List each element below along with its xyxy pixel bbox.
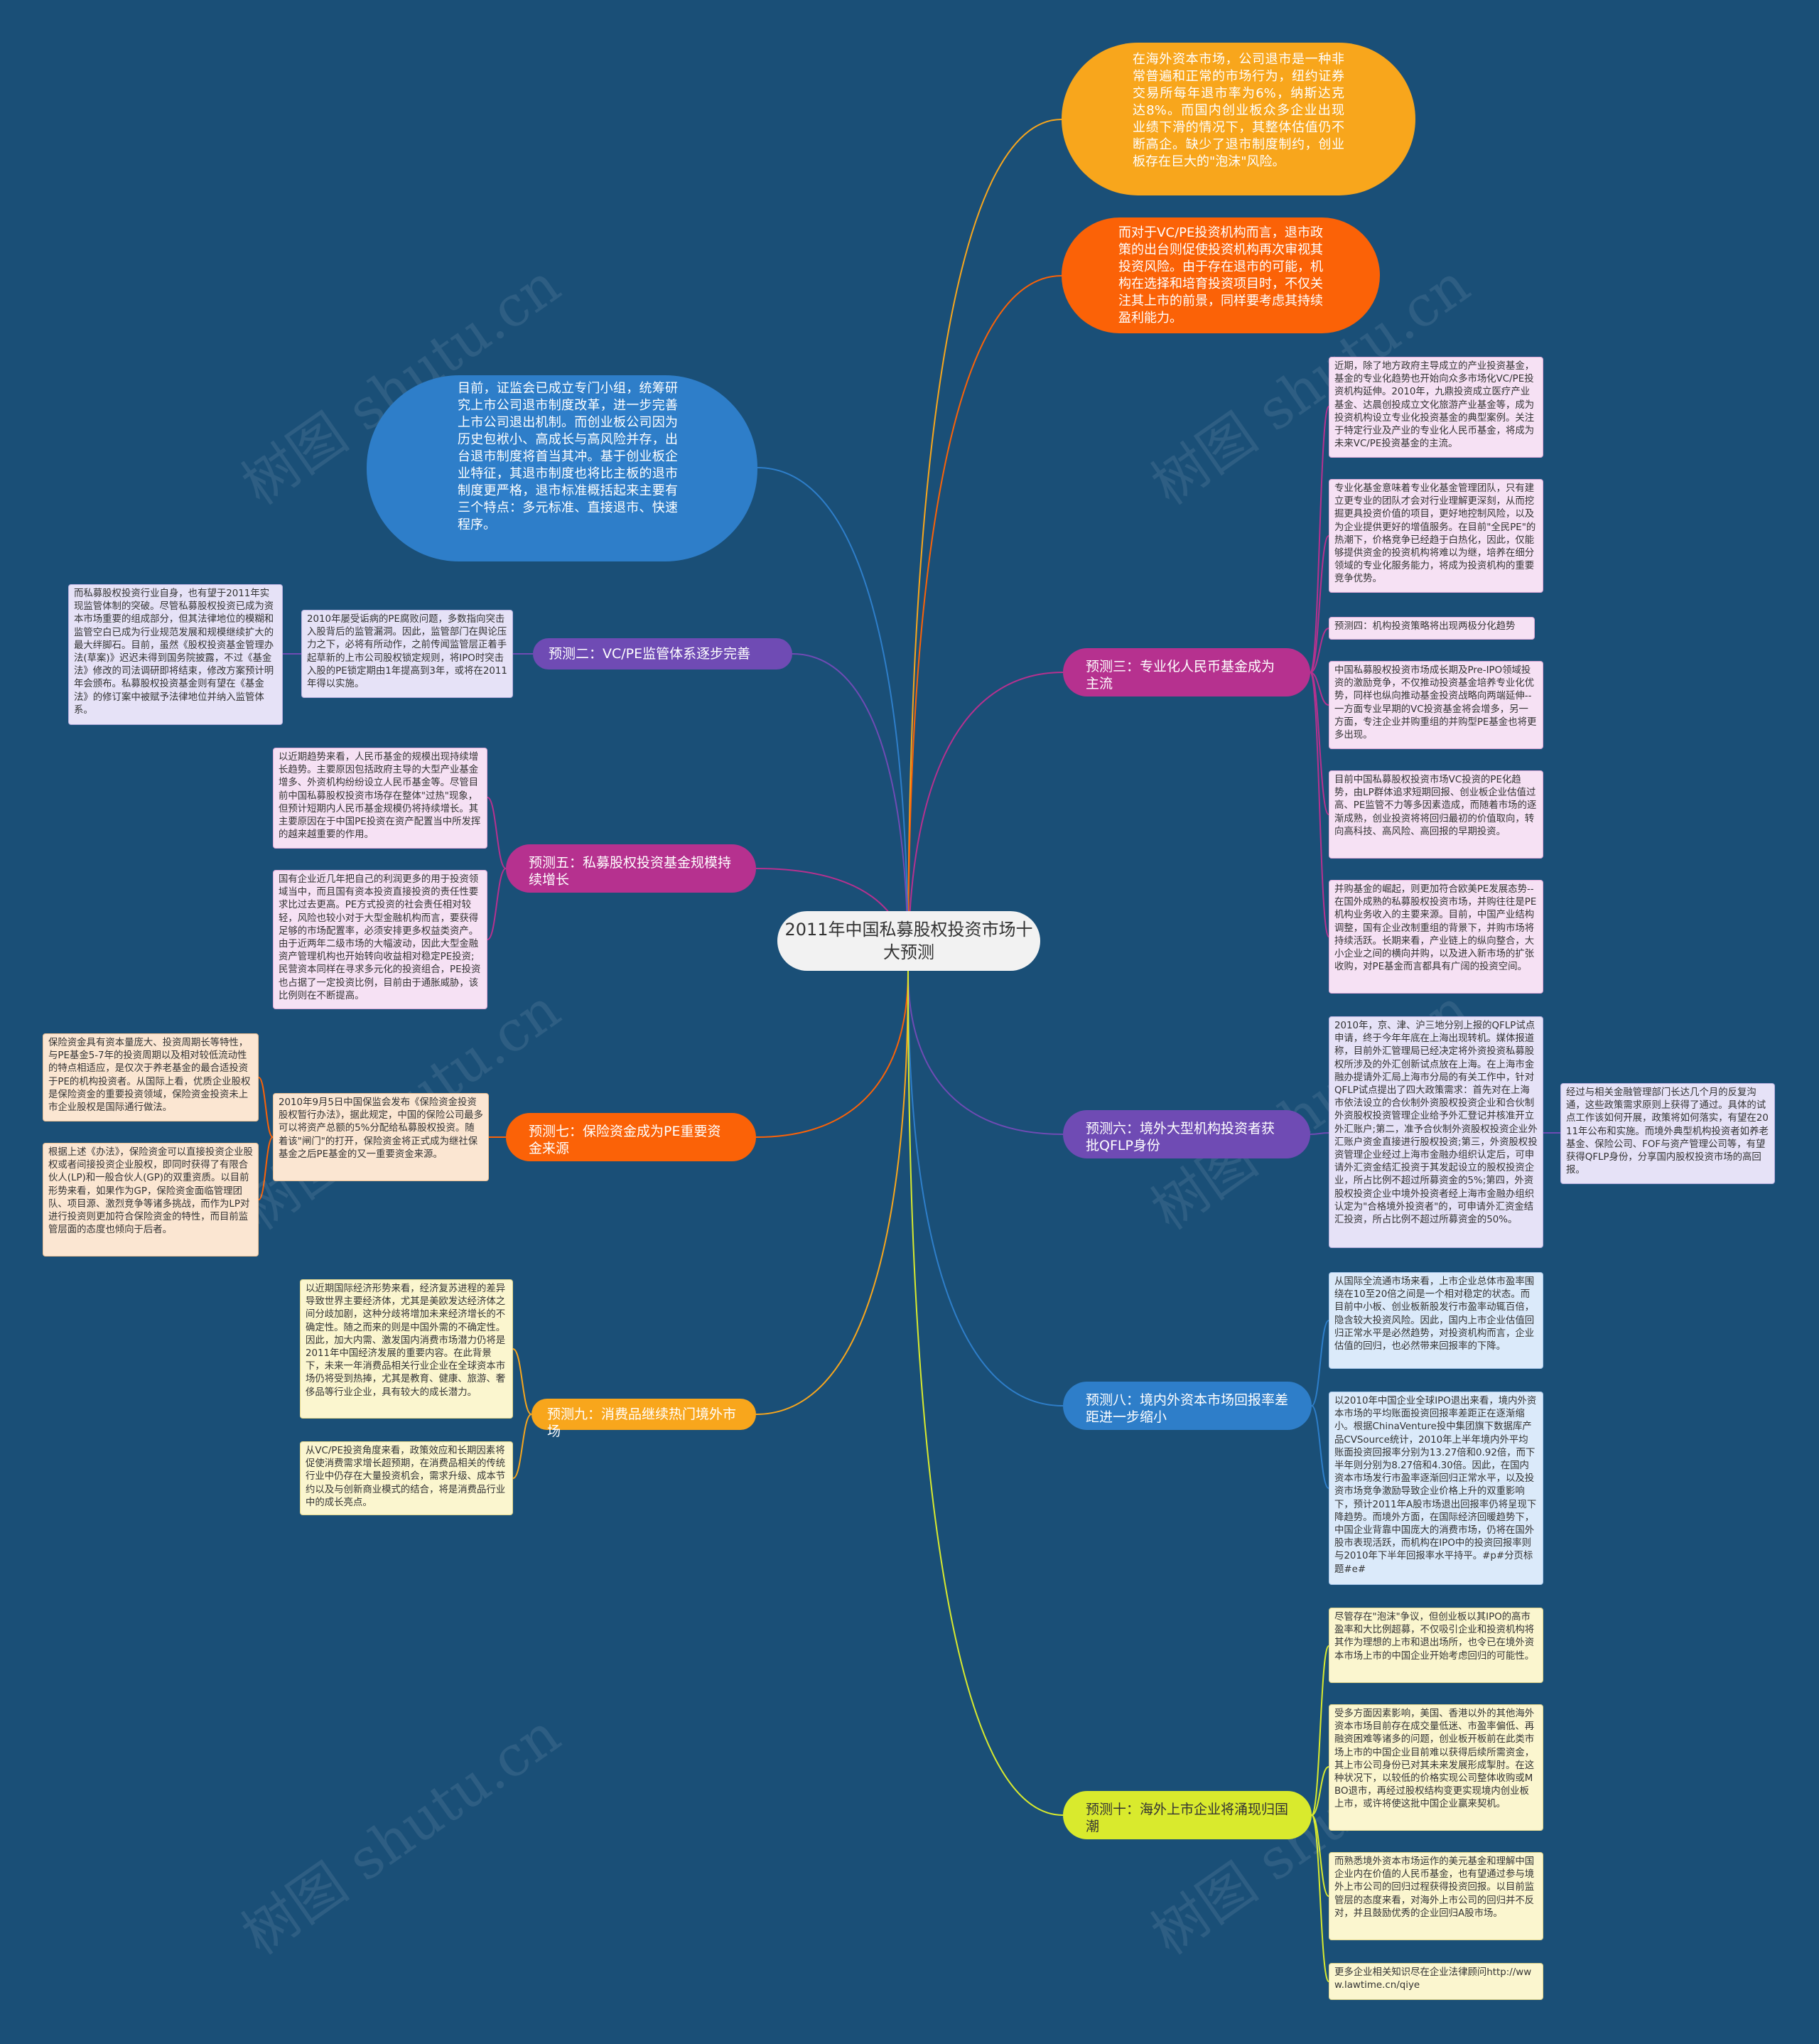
- card-f3-specialization[interactable]: 近期，除了地方政府主导成立的产业投资基金，基金的专业化趋势也开始向众多市场化VC…: [1329, 357, 1543, 458]
- card-f2-legal-status[interactable]: 而私募股权投资行业自身，也有望于2011年实现监管体制的突破。尽管私募股权投资已…: [68, 584, 283, 725]
- branch-forecast-8[interactable]: 预测八：境内外资本市场回报率差距进一步缩小: [1063, 1382, 1312, 1430]
- card-f10-more-info[interactable]: 更多企业相关知识尽在企业法律顾问http://www.lawtime.cn/qi…: [1329, 1963, 1543, 2000]
- bubble-delisting-reform[interactable]: 目前，证监会已成立专门小组，统筹研究上市公司退市制度改革，进一步完善上市公司退出…: [367, 375, 757, 561]
- card-f4-title[interactable]: 预测四：机构投资策略将出现两极分化趋势: [1329, 617, 1535, 640]
- card-f4-mergers[interactable]: 并购基金的崛起，则更加符合欧美PE发展态势--在国外成熟的私募股权投资市场，并购…: [1329, 880, 1543, 994]
- edge-root-f8: [907, 970, 1064, 1406]
- edge-root-f3: [907, 672, 1064, 972]
- card-f9-consumption[interactable]: 从VC/PE投资角度来看，政策效应和长期因素将促使消费需求增长超预期，在消费品相…: [300, 1441, 513, 1515]
- edge-f10-b: [1311, 1766, 1329, 1816]
- branch-forecast-9[interactable]: 预测九：消费品继续热门境外市场: [531, 1399, 756, 1439]
- edge-f3-b: [1310, 535, 1329, 673]
- card-f4-vc-return[interactable]: 目前中国私募股权投资市场VC投资的PE化趋势，由LP群体追求短期回报、创业板企业…: [1329, 770, 1543, 859]
- bubble-delisting-vcpe[interactable]: 而对于VC/PE投资机构而言，退市政策的出台则促使投资机构再次审视其投资风险。由…: [1062, 217, 1380, 333]
- edge-f3-e: [1310, 672, 1329, 815]
- edge-f8-a: [1311, 1320, 1329, 1406]
- card-f4-polarization[interactable]: 中国私募股权投资市场成长期及Pre-IPO领域投资的激励竞争，不仅推动投资基金培…: [1329, 661, 1543, 749]
- edge-f3-a: [1310, 406, 1329, 673]
- edge-root-bubble-3: [757, 467, 909, 972]
- edge-root-f10: [907, 970, 1064, 1816]
- card-f9-macro[interactable]: 以近期国际经济形势来看，经济复苏进程的差异导致世界主要经济体，尤其是美欧发达经济…: [300, 1279, 513, 1419]
- card-f10-overseas[interactable]: 受多方面因素影响，美国、香港以外的其他海外资本市场目前存在成交量低迷、市盈率偏低…: [1329, 1704, 1543, 1831]
- edge-f7-b: [258, 1077, 274, 1138]
- edge-f10-a: [1311, 1645, 1329, 1816]
- edge-root-f2: [792, 653, 909, 972]
- edge-f5-a: [487, 797, 507, 869]
- branch-forecast-5[interactable]: 预测五：私募股权投资基金规模持续增长: [506, 844, 756, 893]
- card-f6-outcome[interactable]: 经过与相关金融管理部门长达几个月的反复沟通，这些政策需求原则上获得了通过。具体的…: [1560, 1083, 1775, 1184]
- branch-forecast-10[interactable]: 预测十：海外上市企业将涌现归国潮: [1063, 1791, 1312, 1839]
- card-f5-trend[interactable]: 以近期趋势来看，人民币基金的规模出现持续增长趋势。主要原因包括政府主导的大型产业…: [273, 748, 487, 849]
- card-f5-capital[interactable]: 国有企业近几年把自己的利润更多的用于投资领域当中，而且国有资本投资直接投资的责任…: [273, 870, 487, 1009]
- edge-f10-d: [1311, 1814, 1329, 1982]
- edge-root-f7: [755, 970, 909, 1138]
- edge-f7-c: [258, 1136, 274, 1200]
- branch-forecast-7[interactable]: 预测七：保险资金成为PE重要资金来源: [506, 1113, 756, 1161]
- edge-f3-d: [1310, 672, 1329, 706]
- card-f2-supervision[interactable]: 2010年屡受诟病的PE腐败问题，多数指向突击入股背后的监管漏洞。因此，监管部门…: [301, 610, 513, 698]
- edge-f5-b: [487, 868, 507, 940]
- card-f3-team[interactable]: 专业化基金意味着专业化基金管理团队，只有建立更专业的团队才会对行业理解更深刻，从…: [1329, 479, 1543, 593]
- edge-f9-a: [512, 1348, 532, 1415]
- card-f7-lp-gp[interactable]: 根据上述《办法》，保险资金可以直接投资企业股权或者间接投资企业股权，即同时获得了…: [43, 1143, 259, 1257]
- branch-forecast-2[interactable]: 预测二：VC/PE监管体系逐步完善: [533, 638, 792, 669]
- card-f8-ipo-returns[interactable]: 以2010年中国企业全球IPO退出来看，境内外资本市场的平均账面投资回报率差距正…: [1329, 1392, 1543, 1585]
- edge-root-f9: [755, 970, 909, 1415]
- branch-forecast-3[interactable]: 预测三：专业化人民币基金成为主流: [1063, 648, 1310, 696]
- edge-root-bubble-1: [907, 119, 1062, 972]
- edge-f3-c: [1310, 628, 1329, 673]
- card-f6-qflp-pilot[interactable]: 2010年，京、津、沪三地分别上报的QFLP试点申请，终于今年年底在上海出现转机…: [1329, 1016, 1543, 1248]
- card-f7-regulation[interactable]: 2010年9月5日中国保监会发布《保险资金投资股权暂行办法》，据此规定，中国的保…: [273, 1093, 489, 1181]
- edge-f3-f: [1310, 672, 1329, 937]
- edge-f9-b: [512, 1414, 532, 1479]
- card-f10-return[interactable]: 而熟悉境外资本市场运作的美元基金和理解中国企业内在价值的人民币基金，也有望通过参…: [1329, 1852, 1543, 1940]
- card-f10-bubble[interactable]: 尽管存在"泡沫"争议，但创业板以其IPO的高市盈率和大比例超募，不仅吸引企业和投…: [1329, 1608, 1543, 1683]
- bubble-delisting-overseas[interactable]: 在海外资本市场，公司退市是一种非常普遍和正常的市场行为，纽约证券交易所每年退市率…: [1062, 43, 1415, 195]
- edge-root-bubble-2: [907, 275, 1062, 972]
- card-f8-pe-ratio[interactable]: 从国际全流通市场来看，上市企业总体市盈率围绕在10至20倍之间是一个相对稳定的状…: [1329, 1272, 1543, 1369]
- edge-root-f6: [907, 970, 1064, 1135]
- branch-forecast-6[interactable]: 预测六：境外大型机构投资者获批QFLP身份: [1063, 1110, 1310, 1158]
- root-topic[interactable]: 2011年中国私募股权投资市场十大预测: [777, 911, 1040, 971]
- edge-f6-a: [1310, 1132, 1329, 1135]
- edge-f8-b: [1311, 1405, 1329, 1489]
- card-f7-characteristics[interactable]: 保险资金具有资本量庞大、投资周期长等特性，与PE基金5-7年的投资周期以及相对较…: [43, 1033, 259, 1121]
- edge-f10-c: [1311, 1814, 1329, 1897]
